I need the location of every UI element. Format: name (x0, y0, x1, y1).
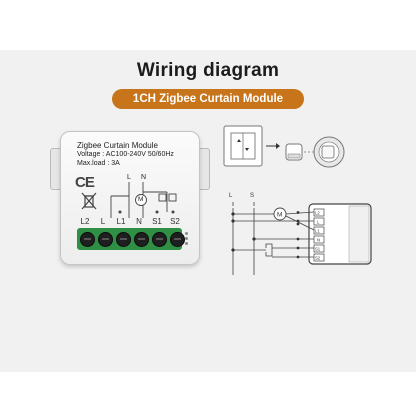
terminal-screw (98, 232, 113, 247)
terminal-screw (134, 232, 149, 247)
terminal-label-l2: L2 (80, 217, 90, 226)
product-badge: 1CH Zigbee Curtain Module (112, 89, 304, 109)
module-schematic-label-n: N (141, 174, 147, 181)
schematic-rail-label-l: L (229, 193, 233, 199)
terminal-label-l1: L1 (116, 217, 126, 226)
module-motor-letter: M (138, 196, 144, 203)
power-rails (232, 202, 255, 275)
schematic-rail-label-s: S (250, 193, 254, 199)
schematic-terminals (313, 208, 325, 262)
module-voltage: Voltage : AC100-240V 50/60Hz (77, 151, 174, 158)
module-installation-icon (285, 136, 345, 168)
ce-mark: CE (75, 174, 95, 191)
terminal-label-n: N (136, 217, 142, 226)
schematic-terminal-s1: S1 (315, 247, 321, 252)
terminal-screw (170, 232, 185, 247)
schematic-motor-letter: M (277, 212, 282, 219)
schematic-junctions (231, 211, 300, 259)
module-schematic-diagram (110, 182, 177, 218)
schematic-terminal-n: N (317, 238, 320, 243)
terminal-label-l: L (100, 217, 106, 226)
weee-bin-icon (81, 192, 97, 210)
terminal-block (77, 228, 185, 250)
wiring-schematic: L S M L2 L L1 N S1 S2 (223, 125, 372, 275)
indicator-dots (185, 230, 188, 247)
terminal-screw (80, 232, 95, 247)
schematic-terminal-l1: L1 (315, 229, 320, 234)
terminal-label-s2: S2 (170, 217, 180, 226)
module-schematic-label-l: L (127, 174, 131, 181)
arrow-right-icon (266, 143, 280, 149)
wall-switch-icon (223, 125, 263, 167)
module-motor-symbol (135, 194, 147, 206)
terminal-screw (152, 232, 167, 247)
schematic-terminal-l: L (317, 220, 320, 225)
terminal-screw (116, 232, 131, 247)
page-title: Wiring diagram (136, 60, 280, 81)
schematic-terminal-s2: S2 (315, 256, 321, 261)
curtain-module: Zigbee Curtain Module Voltage : AC100-24… (60, 131, 200, 265)
module-name: Zigbee Curtain Module (77, 141, 158, 150)
schematic-terminal-l2: L2 (315, 211, 320, 216)
schematic-wires (233, 211, 315, 258)
module-max-load: Max.load : 3A (77, 160, 120, 167)
terminal-label-s1: S1 (152, 217, 162, 226)
